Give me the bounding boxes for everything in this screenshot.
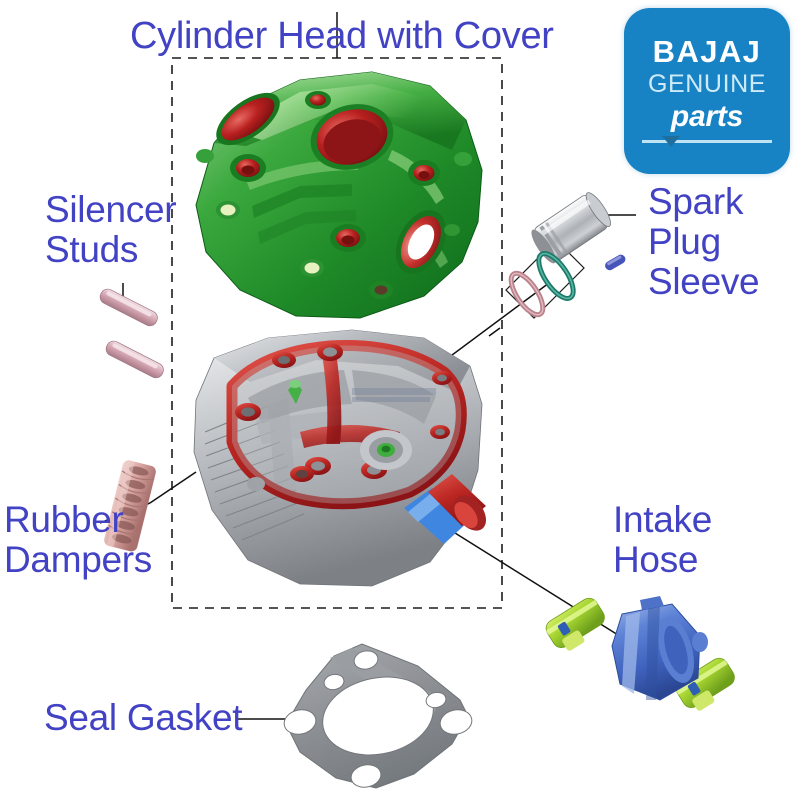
spark-plug-sleeve-assembly — [505, 192, 626, 319]
logo-parts-text: parts — [670, 100, 744, 133]
silencer-stud-2 — [105, 340, 164, 379]
cover-bolt-bosses — [196, 91, 472, 299]
cover-bore-main — [310, 104, 394, 170]
callout-intake-hose: Intake Hose — [613, 499, 712, 580]
valve-guide — [288, 380, 302, 404]
logo-brand-text: BAJAJ — [652, 34, 762, 69]
logo-arrow-icon — [662, 136, 680, 147]
hose-clamp-left — [545, 597, 605, 651]
intake-port-stub — [404, 474, 487, 544]
hose-clamp-right — [675, 657, 735, 711]
silencer-stud-1 — [99, 288, 158, 327]
cover-bore-oval-right — [395, 210, 447, 274]
intake-hose-body — [611, 596, 708, 701]
callout-silencer-studs: Silencer Studs — [45, 189, 177, 270]
cylinder-head — [193, 329, 487, 587]
spark-plug-bore — [360, 430, 412, 470]
head-bolt-holes — [235, 343, 452, 482]
silencer-studs — [99, 288, 164, 379]
small-blue-pin — [605, 254, 626, 271]
head-cover — [195, 71, 483, 319]
o-ring-pink — [508, 270, 546, 318]
o-ring-teal — [536, 251, 576, 301]
bajaj-genuine-parts-logo: BAJAJ GENUINE parts — [624, 8, 790, 174]
watermark — [352, 388, 436, 402]
seal-gasket-plate — [283, 643, 473, 789]
logo-underline — [642, 140, 772, 143]
callout-seal-gasket: Seal Gasket — [44, 697, 243, 738]
gasket-bolt-holes — [283, 650, 473, 788]
intake-hose-assembly — [545, 596, 735, 711]
page-title: Cylinder Head with Cover — [130, 15, 554, 57]
cover-bore-left — [216, 92, 280, 146]
rubber-damper-stack — [104, 460, 156, 552]
logo-genuine-text: GENUINE — [647, 70, 767, 98]
spark-plug-sleeve-tube — [531, 192, 611, 264]
callout-spark-plug-sleeve: Spark Plug Sleeve — [648, 181, 760, 302]
callout-rubber-dampers: Rubber Dampers — [4, 499, 152, 580]
